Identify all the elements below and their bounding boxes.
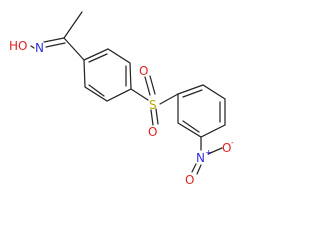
bond-nitro-o-bottom-a — [191, 163, 197, 173]
bond-nitro-o-top — [207, 147, 223, 155]
bond-ring1-s — [130, 88, 149, 101]
nitro-o-top-label: O — [222, 141, 231, 155]
ring2 — [177, 84, 226, 138]
bond-n-oh — [30, 45, 35, 49]
oxime-n-label: N — [35, 41, 44, 55]
bond-s-o-bottom-b — [155, 108, 159, 125]
sulfonyl-o-bottom-label: O — [148, 125, 157, 139]
bond-methyl — [63, 11, 83, 39]
nitro-n-label: N — [196, 151, 205, 165]
ring1-inner-c — [88, 84, 105, 97]
ring2-inner-a — [182, 89, 203, 98]
nitro-o-top-charge: - — [231, 138, 234, 147]
bond-c-ring1 — [63, 37, 85, 61]
nitro-o-bottom-label: O — [185, 173, 194, 185]
bond-s-o-bottom-a — [150, 109, 154, 126]
ring1-inner-a — [88, 53, 108, 63]
sulfonyl-o-top-label: O — [139, 64, 148, 78]
nitro-n-charge: + — [205, 148, 212, 157]
molecule-svg: HO N S O O N + O - O — [9, 11, 234, 185]
bond-s-o-top-a — [144, 76, 151, 96]
bond-s-ring2 — [159, 93, 179, 105]
bond-s-o-top-b — [149, 75, 156, 95]
ring2-inner-c — [182, 120, 200, 133]
sulfur-label: S — [149, 98, 157, 112]
oxime-oh-label: HO — [9, 39, 27, 53]
ring1 — [83, 48, 132, 102]
bond-c-n-double-b — [45, 42, 66, 48]
bond-nitro-o-bottom-b — [196, 164, 202, 175]
structure-diagram: HO N S O O N + O - O — [9, 11, 234, 185]
bond-c-n-double-a — [43, 37, 65, 43]
